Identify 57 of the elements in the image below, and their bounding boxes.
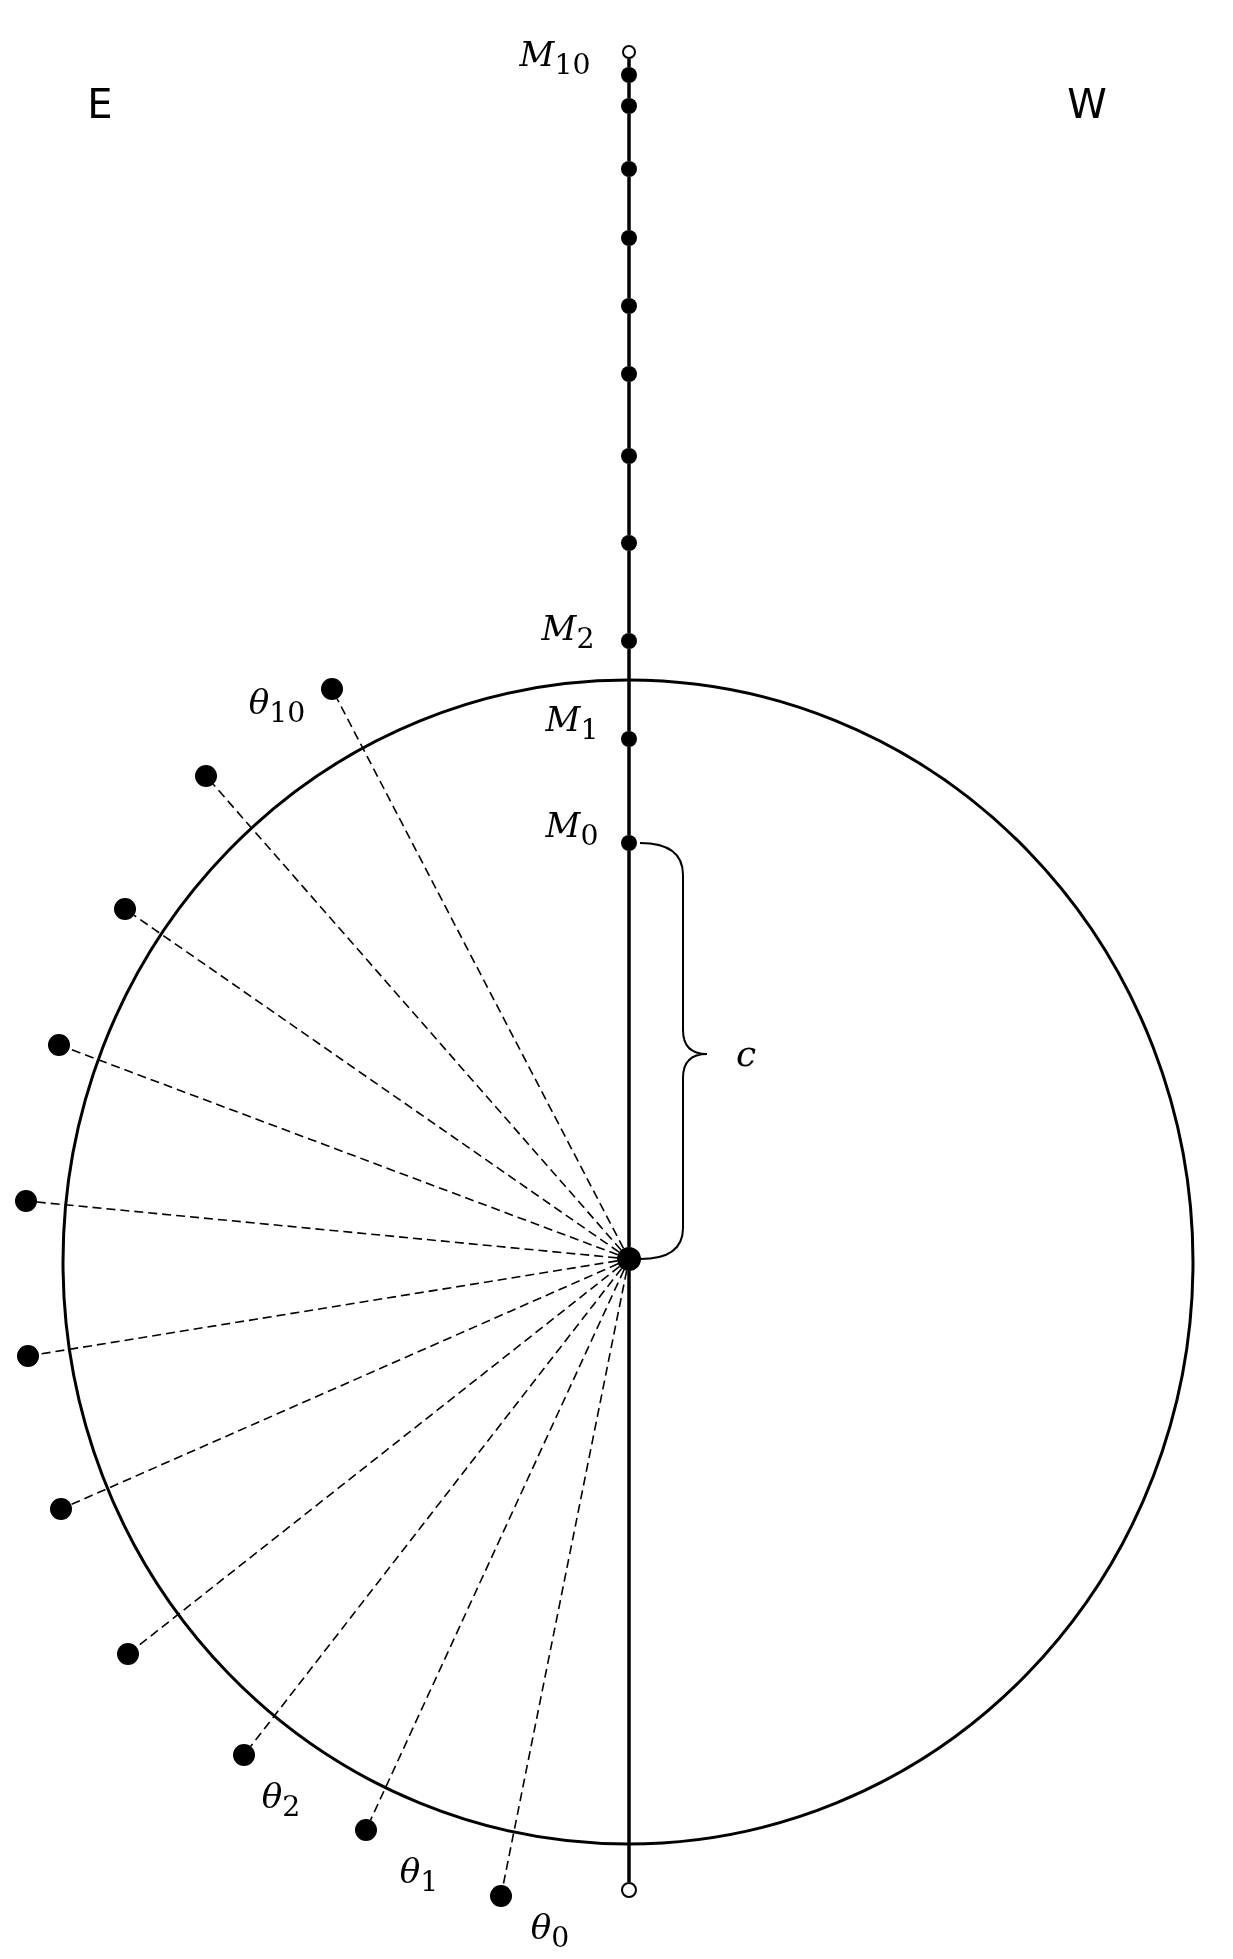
dashed-line (369, 1269, 625, 1821)
dashed-line (249, 1267, 623, 1748)
dot (490, 1885, 512, 1907)
dashed-line (70, 1263, 619, 1506)
dot (621, 67, 637, 83)
dot (114, 898, 136, 920)
direction-letter: E (87, 84, 113, 124)
dashed-line (336, 697, 625, 1250)
dashed-line (133, 914, 620, 1253)
dashed-line (502, 1269, 628, 1886)
dot (117, 1643, 139, 1665)
line-segment (627, 551, 631, 633)
line-segment (627, 314, 631, 366)
direction-letter: W (1067, 84, 1107, 124)
line-segment (627, 177, 631, 230)
point-label: M$_{0}$ (545, 807, 599, 851)
line-segment (627, 83, 631, 98)
line-segment (627, 649, 631, 731)
dashed-line (36, 1201, 618, 1259)
dashed-line (212, 783, 622, 1251)
dot (621, 731, 637, 747)
dot (355, 1819, 377, 1841)
dot (621, 98, 637, 114)
line-segment (627, 59, 631, 67)
point-label: M$_{1}$ (545, 701, 599, 745)
dot (195, 765, 217, 787)
dot (621, 298, 637, 314)
dot (621, 230, 637, 246)
line-segment (627, 464, 631, 535)
line-segment (627, 246, 631, 298)
line-segment (627, 851, 631, 1247)
dot (233, 1744, 255, 1766)
point-label: M$_{2}$ (541, 610, 595, 654)
distance-label: c (735, 1036, 757, 1072)
dot (48, 1034, 70, 1056)
dot (617, 1247, 641, 1271)
dot (17, 1345, 39, 1367)
point-label: M$_{10}$ (519, 36, 591, 80)
dot (621, 633, 637, 649)
point-label: θ$_{2}$ (261, 1778, 301, 1822)
dot (321, 678, 343, 700)
line-segment (627, 747, 631, 835)
dot (621, 448, 637, 464)
dot (15, 1190, 37, 1212)
open-circle (622, 45, 636, 59)
dot (50, 1498, 72, 1520)
point-label: θ$_{0}$ (530, 1909, 570, 1953)
line-segment (627, 382, 631, 448)
dot (621, 366, 637, 382)
dot (621, 161, 637, 177)
line-segment (627, 114, 631, 161)
line-segment (627, 1271, 631, 1882)
dot (621, 535, 637, 551)
point-label: θ$_{10}$ (248, 684, 306, 728)
dot (621, 835, 637, 851)
open-circle (621, 1882, 637, 1898)
point-label: θ$_{1}$ (399, 1853, 439, 1897)
